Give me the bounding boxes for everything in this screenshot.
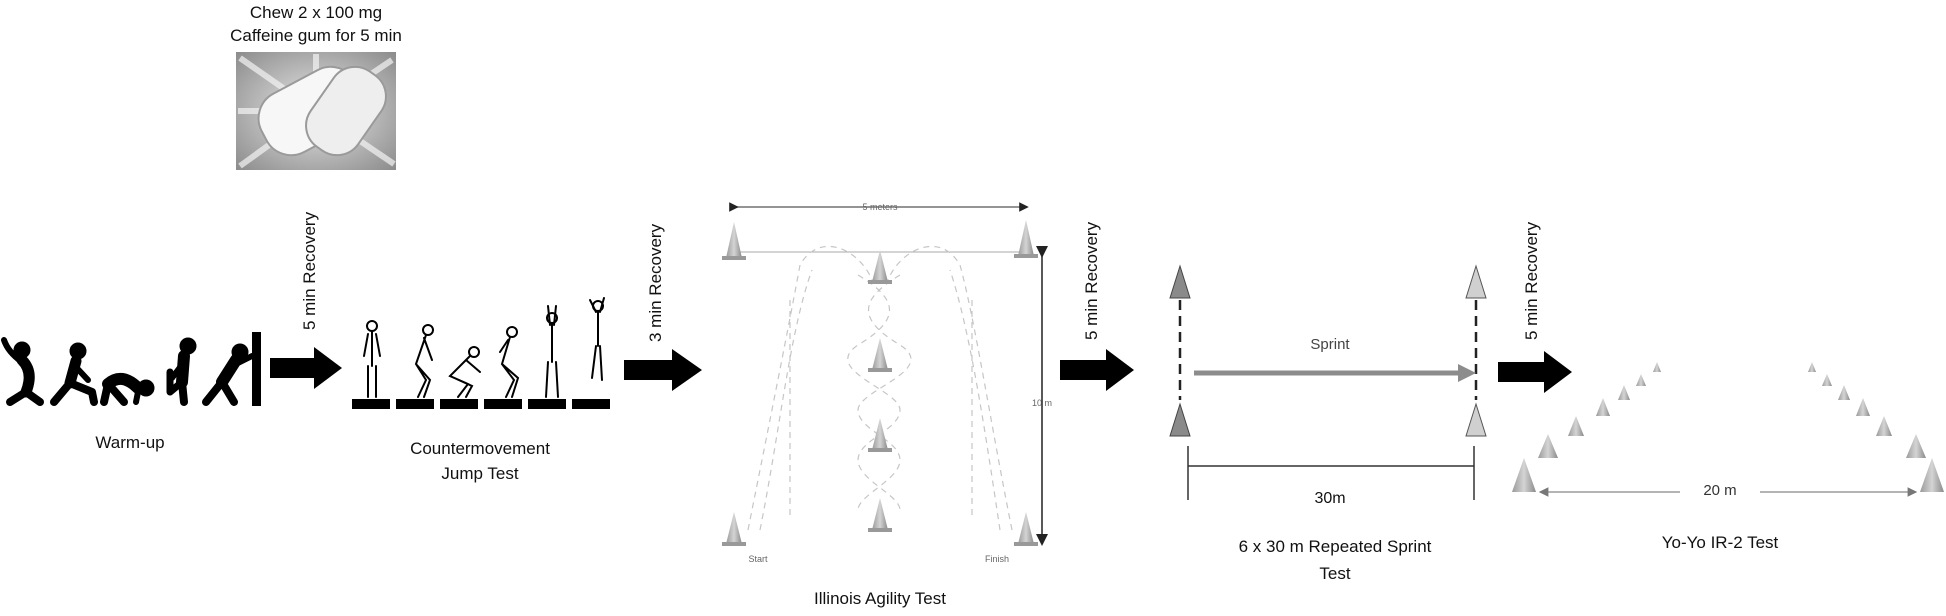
cmj-line1: Countermovement bbox=[410, 439, 550, 458]
sprint-line2: Test bbox=[1319, 564, 1351, 583]
sprint-line1: 6 x 30 m Repeated Sprint bbox=[1238, 537, 1432, 556]
caffeine-line2: Caffeine gum for 5 min bbox=[230, 26, 402, 45]
illinois-label: Illinois Agility Test bbox=[814, 589, 946, 608]
recovery-label-4: 5 min Recovery bbox=[1522, 221, 1541, 340]
warmup-label: Warm-up bbox=[95, 433, 165, 452]
sprint-arrow-label: Sprint bbox=[1310, 336, 1350, 353]
cmj-figures bbox=[352, 297, 610, 409]
recovery-label-1: 5 min Recovery bbox=[300, 211, 319, 330]
illinois-course bbox=[722, 202, 1048, 546]
yoyo-course bbox=[1512, 362, 1944, 497]
sprint-course bbox=[1169, 264, 1487, 500]
arrow-2 bbox=[624, 349, 702, 391]
cmj-line2: Jump Test bbox=[441, 464, 519, 483]
caffeine-line1: Chew 2 x 100 mg bbox=[249, 3, 383, 22]
warmup-figures bbox=[1, 332, 261, 406]
arrow-1 bbox=[270, 347, 342, 389]
illinois-finish-label: Finish bbox=[984, 554, 1009, 564]
illinois-width-label: 5 meters bbox=[862, 202, 898, 212]
illinois-height-label: 10 m bbox=[1031, 398, 1052, 408]
flow-arrows bbox=[270, 347, 1572, 393]
illinois-cones bbox=[722, 220, 1038, 546]
recovery-label-2: 3 min Recovery bbox=[646, 223, 665, 342]
caffeine-gum-image bbox=[236, 52, 396, 170]
illinois-start-label: Start bbox=[748, 554, 768, 564]
recovery-label-3: 5 min Recovery bbox=[1082, 221, 1101, 340]
sprint-distance-label: 30m bbox=[1314, 490, 1346, 507]
arrow-3 bbox=[1060, 349, 1134, 391]
yoyo-distance-label: 20 m bbox=[1680, 480, 1760, 502]
yoyo-label: Yo-Yo IR-2 Test bbox=[1661, 533, 1779, 552]
arrow-4 bbox=[1498, 351, 1572, 393]
